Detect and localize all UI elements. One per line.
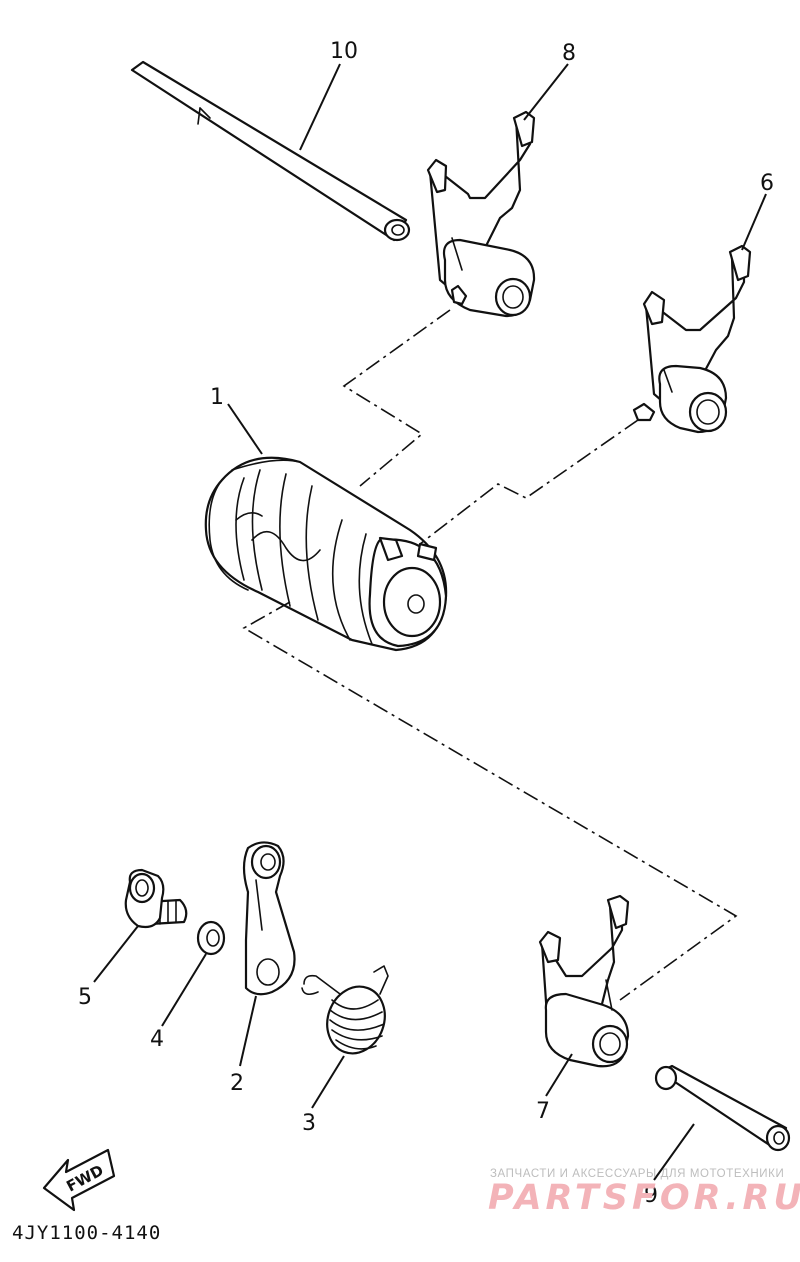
callout-1: 1 (210, 385, 224, 410)
callout-3: 3 (302, 1111, 316, 1136)
part-3-torsion-spring[interactable] (301, 965, 394, 1062)
callout-7: 7 (536, 1099, 550, 1124)
fwd-arrow-icon: FWD (42, 1148, 116, 1212)
diagram-code: 4JY1100-4140 (12, 1222, 162, 1244)
part-8-shift-fork[interactable] (426, 110, 536, 318)
part-6-shift-fork[interactable] (632, 244, 752, 434)
callout-5: 5 (78, 985, 92, 1010)
part-7-shift-fork[interactable] (538, 894, 630, 1068)
part-2-stopper-lever[interactable] (242, 841, 296, 996)
part-1-shift-drum[interactable] (204, 456, 448, 652)
callout-10: 10 (330, 39, 358, 64)
part-4-washer[interactable] (196, 920, 226, 956)
callout-2: 2 (230, 1071, 244, 1096)
alignment-lines (242, 309, 738, 1001)
leader-lines (93, 63, 767, 1181)
watermark-tagline: ЗАПЧАСТИ И АКСЕССУАРЫ ДЛЯ МОТОТЕХНИКИ (490, 1168, 785, 1180)
callout-labels: 1 2 3 4 5 6 7 8 9 10 (78, 39, 774, 1208)
watermark-brand: PARTSFOR.RU (488, 1178, 800, 1218)
callout-8: 8 (562, 41, 576, 66)
callout-4: 4 (150, 1027, 164, 1052)
callout-6: 6 (760, 171, 774, 196)
part-9-shift-fork-shaft[interactable] (654, 1064, 791, 1152)
callout-9: 9 (644, 1183, 658, 1208)
part-5-bolt[interactable] (124, 868, 188, 929)
part-10-shift-fork-shaft[interactable] (130, 60, 411, 242)
